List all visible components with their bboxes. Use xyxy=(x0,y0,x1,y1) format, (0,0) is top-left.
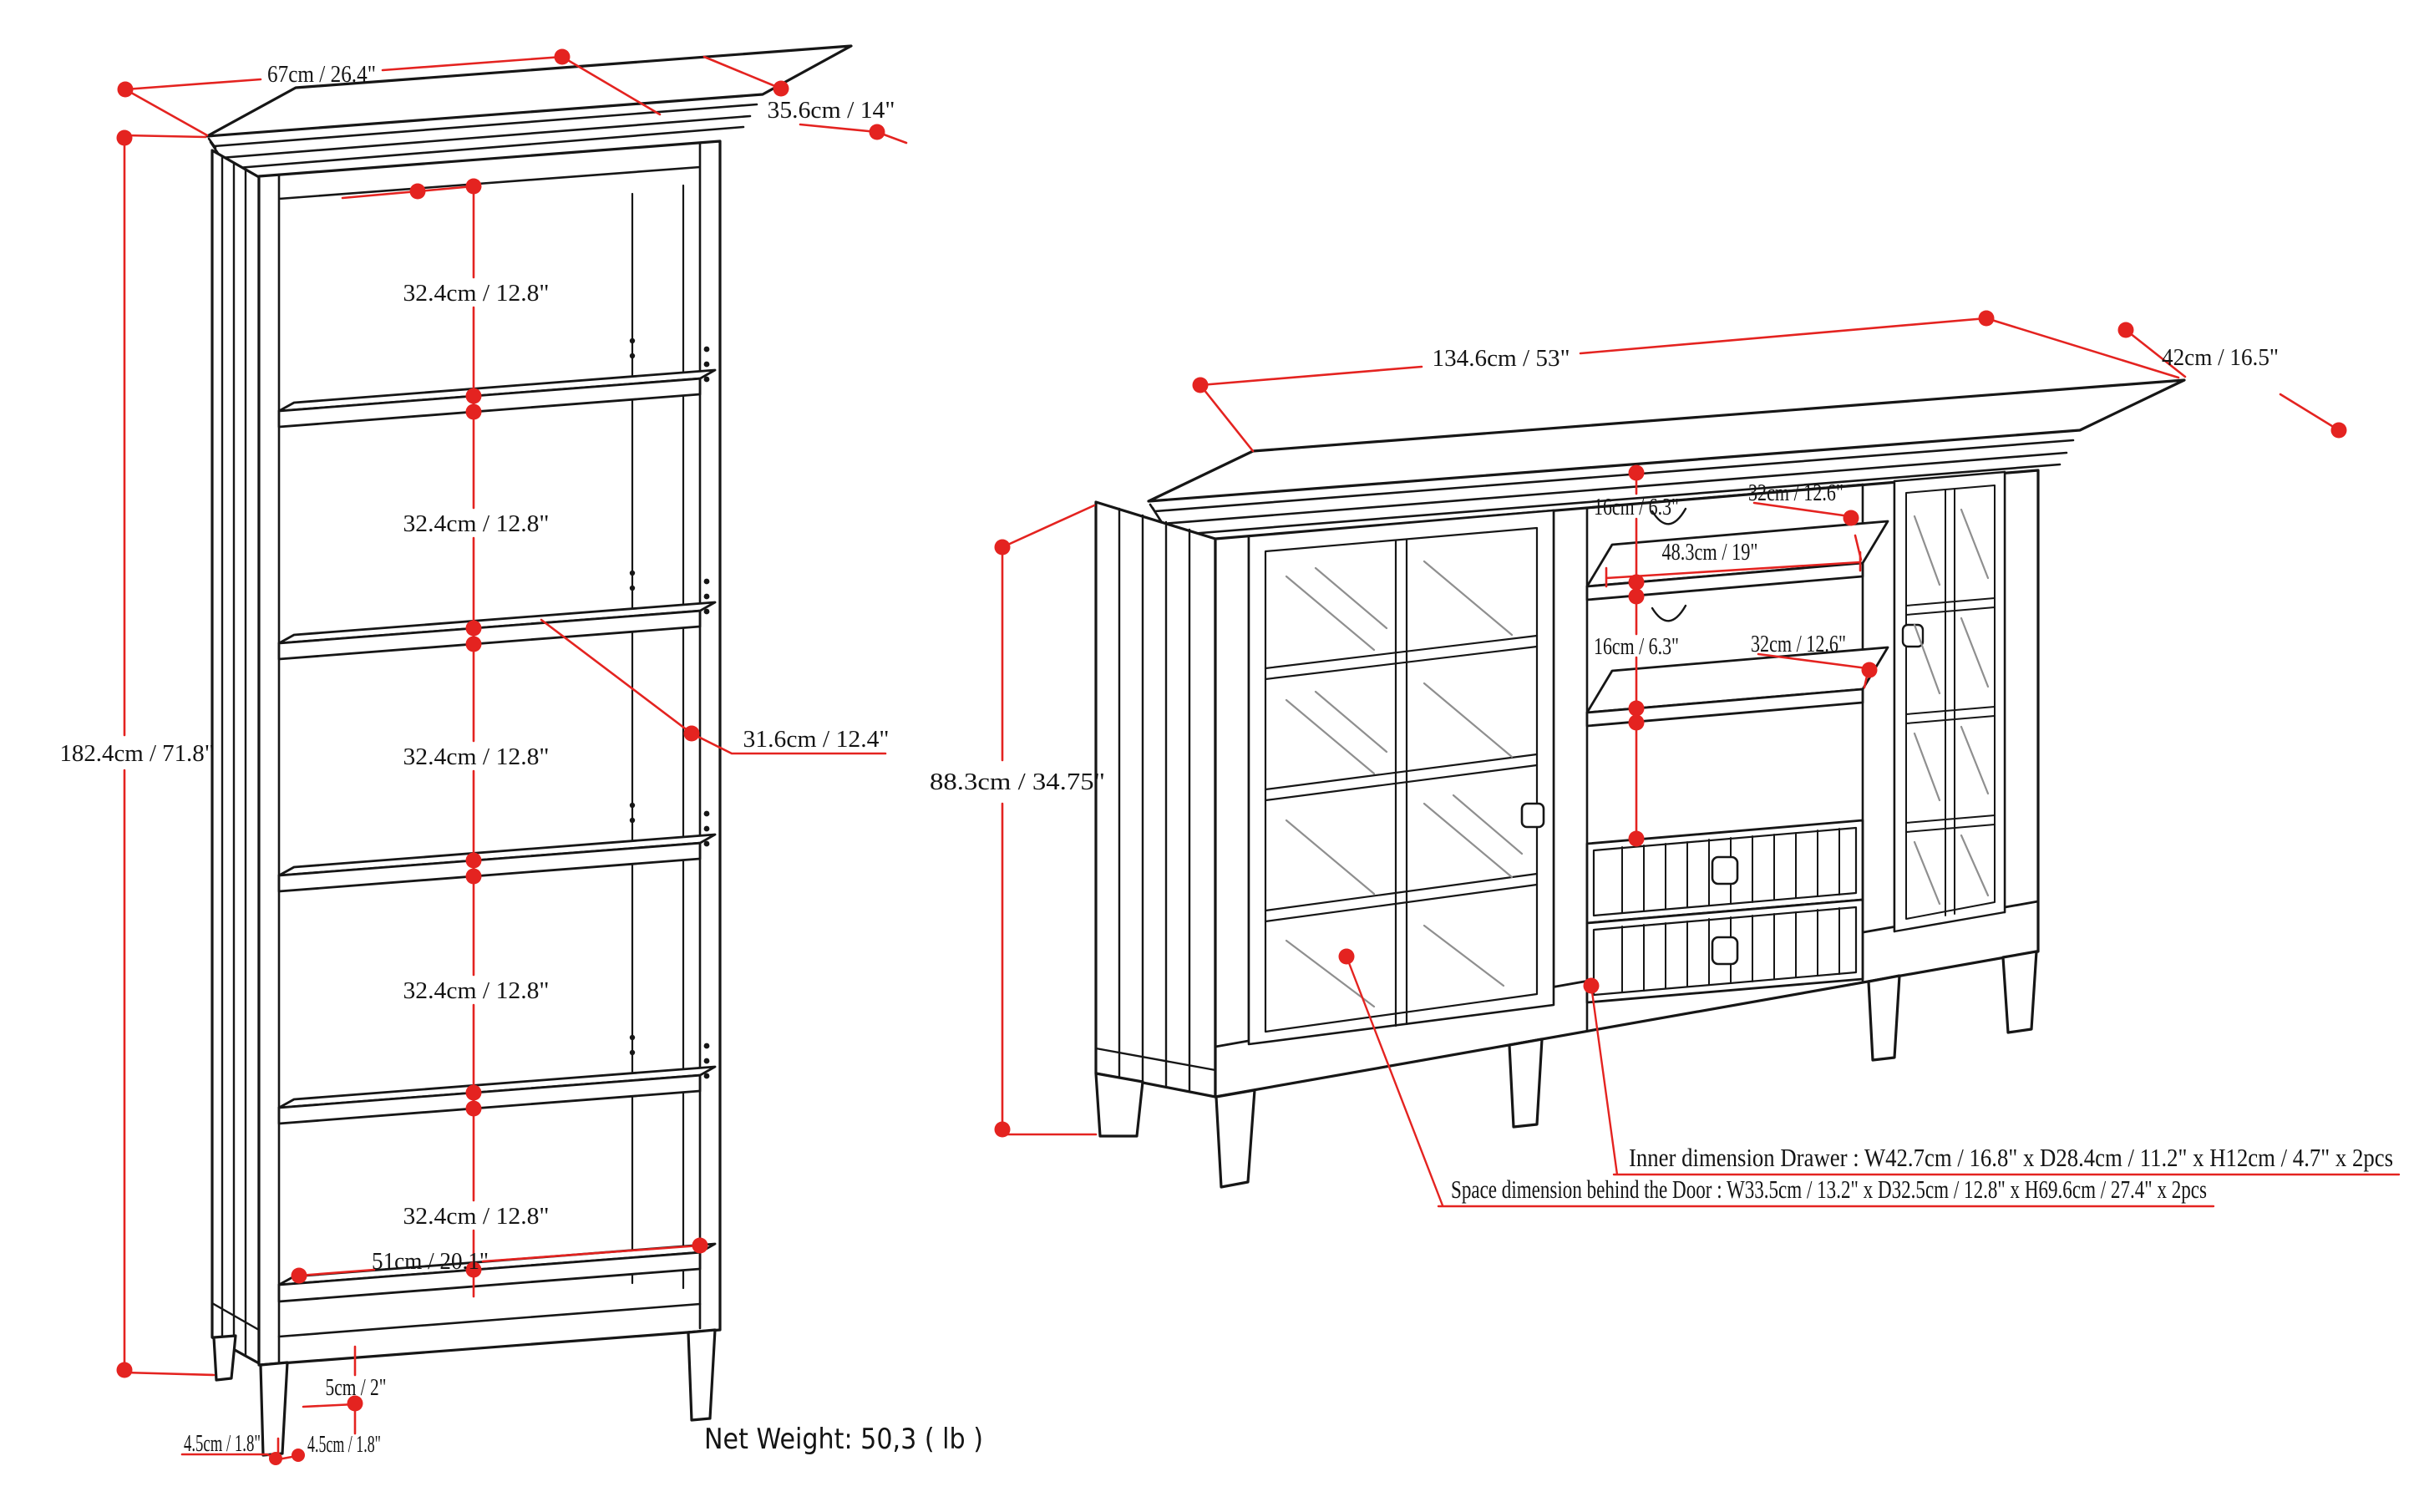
tvstand-top-width-line xyxy=(1199,317,2180,453)
tvstand-upper-depth-label: 32cm / 12.6" xyxy=(1748,479,1843,506)
tvstand-left-door xyxy=(1247,509,1555,1046)
bookcase-shelf-spacing-label-4: 32.4cm / 12.8" xyxy=(403,977,550,1004)
bookcase-shelf-spacing-label-2: 32.4cm / 12.8" xyxy=(403,510,550,537)
bookcase-bottom-rail xyxy=(277,1302,702,1338)
tvstand-top-slab xyxy=(1147,378,2186,503)
bookcase-pin-holes xyxy=(629,337,710,1079)
tvstand-shelf-width-label: 48.3cm / 19" xyxy=(1662,539,1758,566)
bookcase-legs xyxy=(212,1328,717,1457)
bookcase-top-width-line xyxy=(124,55,662,137)
drawer-note-leader xyxy=(1590,984,2401,1176)
tvstand-height-line xyxy=(1001,504,1098,1136)
bookcase-top-depth-label: 35.6cm / 14" xyxy=(768,97,895,124)
tvstand-shelf-width-line xyxy=(1605,551,1862,588)
bookcase-side-panel xyxy=(210,149,261,1365)
tvstand-crown-molding xyxy=(1149,439,2075,537)
tvstand-drawers xyxy=(1585,819,1864,1004)
left-door-knob xyxy=(1520,802,1545,829)
bookcase-crown-molding xyxy=(207,103,758,170)
bookcase-top-width-label: 67cm / 26.4" xyxy=(267,61,376,88)
dimension-lines xyxy=(123,55,2401,1465)
tvstand-upper-gap-label: 16cm / 6.3" xyxy=(1594,494,1679,520)
bookcase-shelf-spacing-label-5: 32.4cm / 12.8" xyxy=(403,1203,550,1230)
bookcase-front-face xyxy=(257,140,722,1367)
bookcase-bottom-width-label: 51cm / 20.1" xyxy=(372,1248,489,1275)
dimension-labels: 67cm / 26.4" 35.6cm / 14" 182.4cm / 71.8… xyxy=(60,61,2394,1458)
tvstand-top-width-label: 134.6cm / 53" xyxy=(1433,345,1570,372)
bookcase-top-slab xyxy=(205,44,853,138)
door-note-leader xyxy=(1345,955,2215,1208)
tvstand-top-depth-line xyxy=(2124,328,2340,432)
bookcase-bottom-width-line xyxy=(297,1244,702,1277)
bookcase-shelf-spacing-label-3: 32.4cm / 12.8" xyxy=(403,743,550,770)
bookcase-height-label: 182.4cm / 71.8" xyxy=(60,740,215,767)
tvstand-lower-gap-label: 16cm / 6.3" xyxy=(1594,633,1679,660)
tvstand-center-shelves xyxy=(1585,507,1889,728)
bookcase-front-leg-label: 4.5cm / 1.8" xyxy=(184,1430,261,1457)
bookcase-drawing xyxy=(205,44,853,1457)
cable-cutout-mid xyxy=(1651,604,1687,622)
net-weight-label: Net Weight: 50,3 ( lb ) xyxy=(704,1423,983,1456)
tvstand-height-label: 88.3cm / 34.75" xyxy=(930,769,1105,795)
bookcase-shelf-spacing-label-1: 32.4cm / 12.8" xyxy=(403,280,550,307)
tvstand-top-depth-label: 42cm / 16.5" xyxy=(2162,344,2279,371)
glass-shine-lines xyxy=(1285,508,1990,1008)
tvstand-legs xyxy=(1094,950,2038,1189)
tvstand-side-panel xyxy=(1094,500,1217,1098)
bookcase-back-leg-label: 4.5cm / 1.8" xyxy=(307,1431,381,1458)
tvstand-lower-depth-label: 32cm / 12.6" xyxy=(1751,631,1846,657)
bookcase-shelf-depth-leader xyxy=(540,618,887,755)
bookcase-stiles xyxy=(277,141,702,1365)
tvstand-side-slats xyxy=(1094,507,1217,1092)
bookcase-shelf-depth-label: 31.6cm / 12.4" xyxy=(743,726,890,753)
bookcase-side-slats xyxy=(210,155,261,1357)
bookcase-shelves xyxy=(277,368,717,1303)
drawer-dimension-note: Inner dimension Drawer : W42.7cm / 16.8"… xyxy=(1629,1143,2393,1172)
cable-cutout-top xyxy=(1651,507,1687,525)
dimension-dots xyxy=(116,48,2347,1465)
right-door-knob xyxy=(1901,623,1925,648)
tvstand-right-door xyxy=(1893,470,2006,933)
tvstand-ceiling-line xyxy=(1585,483,1864,510)
bookcase-height-line xyxy=(123,134,216,1377)
drawer-knob-top xyxy=(1711,855,1739,885)
tvstand-drawing xyxy=(1094,378,2186,1189)
bookcase-leg-height-label: 5cm / 2" xyxy=(326,1374,387,1401)
door-dimension-note: Space dimension behind the Door : W33.5c… xyxy=(1451,1175,2207,1204)
drawer-knob-bottom xyxy=(1711,936,1739,966)
